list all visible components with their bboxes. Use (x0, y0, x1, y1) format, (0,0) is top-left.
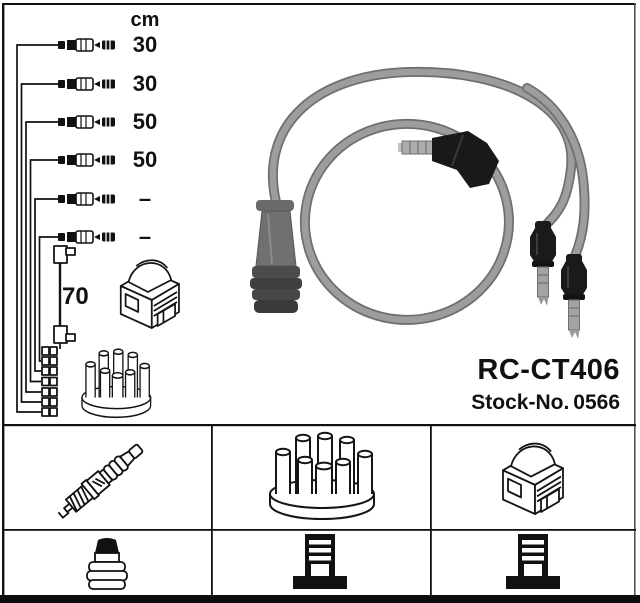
lead-length-1: 30 (132, 32, 158, 57)
lead-length-4: 50 (132, 147, 158, 172)
part-number: RC-CT406 (477, 354, 620, 386)
image-frame (0, 3, 640, 603)
lead-row (57, 77, 116, 91)
straight-boot-1 (529, 220, 557, 307)
straight-boot-2 (560, 253, 588, 340)
stock-number-label: Stock-No. (471, 391, 570, 414)
din-terminal-icon (506, 534, 560, 589)
stock-number-value: 0566 (573, 391, 620, 414)
lead-length-6: – (138, 224, 152, 249)
stock-number-line: Stock-No.0566 (467, 392, 620, 414)
distributor-terminal-stubs (41, 346, 58, 417)
plug-terminal-icon (86, 538, 128, 590)
distributor-cap-icon (269, 431, 375, 520)
coil-wire-length: 70 (62, 283, 89, 310)
spec-grid (2, 424, 636, 595)
distributor-cap-drawing (81, 348, 152, 419)
din-terminal-icon (293, 534, 347, 589)
spark-plug-icon (57, 443, 144, 519)
lead-length-2: 30 (132, 71, 158, 96)
lead-row (57, 153, 116, 167)
lead-length-5: – (138, 186, 152, 211)
ignition-coil-drawing (119, 259, 180, 329)
lead-length-diagram (16, 38, 180, 419)
lead-row (57, 115, 116, 129)
angled-coil-boot (398, 131, 499, 188)
spark-plug-boot (250, 200, 302, 313)
lead-row (57, 38, 116, 52)
ignition-coil-icon (502, 442, 564, 515)
unit-header: cm (130, 9, 160, 31)
lead-length-3: 50 (132, 109, 158, 134)
lead-row (57, 192, 116, 206)
lead-row (57, 230, 116, 244)
product-photo (250, 72, 588, 340)
coil-wire-drawing (53, 245, 76, 349)
